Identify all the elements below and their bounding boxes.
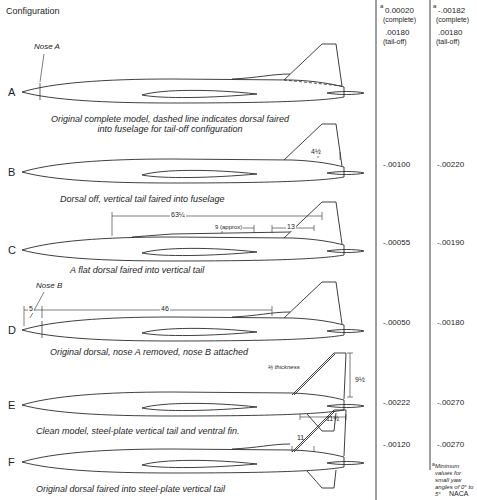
dimension-label: 46 — [160, 305, 170, 313]
footnote-mark: a — [432, 462, 435, 468]
dimension-label: 5 — [28, 305, 34, 313]
config-letter: B — [8, 166, 15, 179]
config-caption: Original complete model, dashed line ind… — [50, 114, 290, 135]
dimension-label: ⅛ thickness — [268, 364, 300, 371]
nose-label: Nose B — [36, 281, 62, 290]
dimension-label: 11½ — [326, 415, 339, 423]
value-note: (complete) — [436, 16, 469, 24]
heading-label: Configuration — [6, 6, 60, 16]
config-caption: Clean model, steel-plate vertical tail a… — [36, 426, 240, 436]
config-caption: Dorsal off, vertical tail faired into fu… — [60, 194, 225, 204]
config-letter: D — [8, 324, 16, 337]
config-caption: A flat dorsal faired into vertical tail — [70, 265, 204, 275]
value-cell: -.00120 — [383, 440, 410, 449]
value-cell: .00180 — [438, 28, 462, 37]
value-note: (tail-off) — [436, 38, 460, 46]
value-cell: -.00100 — [383, 160, 410, 169]
config-letter: A — [8, 86, 15, 99]
value-cell: -.00050 — [383, 318, 410, 327]
value-cell: -.00190 — [437, 238, 464, 247]
config-letter: F — [8, 456, 15, 469]
value-cell: -.00055 — [383, 238, 410, 247]
dimension-label: 4½ — [310, 148, 322, 156]
value-cell: -.00222 — [383, 398, 410, 407]
dimension-label: 9½ — [355, 376, 365, 384]
dimension-label: 9 (approx) — [214, 224, 243, 231]
value-note: (complete) — [383, 16, 416, 24]
dimension-label: 13 — [286, 223, 296, 231]
publisher-mark: NACA — [449, 490, 468, 498]
config-caption: Original dorsal, nose A removed, nose B … — [50, 347, 248, 357]
value-cell: -.00180 — [437, 318, 464, 327]
dimension-label: 63¼ — [170, 211, 186, 219]
value-cell: 0.00020 — [385, 6, 414, 15]
value-cell: -.00270 — [437, 440, 464, 449]
footnote-mark: a — [433, 3, 436, 10]
value-cell: -.00220 — [437, 160, 464, 169]
footnote-mark: a — [380, 3, 383, 10]
nose-label: Nose A — [34, 42, 60, 51]
config-letter: E — [8, 399, 15, 412]
value-cell: -.00270 — [437, 398, 464, 407]
config-caption: Original dorsal faired into steel-plate … — [36, 484, 225, 494]
config-letter: C — [8, 244, 16, 257]
value-cell: -.00182 — [438, 6, 465, 15]
value-note: (tail-off) — [383, 38, 407, 46]
dimension-label: 11 — [297, 434, 304, 442]
value-cell: .00180 — [385, 28, 409, 37]
